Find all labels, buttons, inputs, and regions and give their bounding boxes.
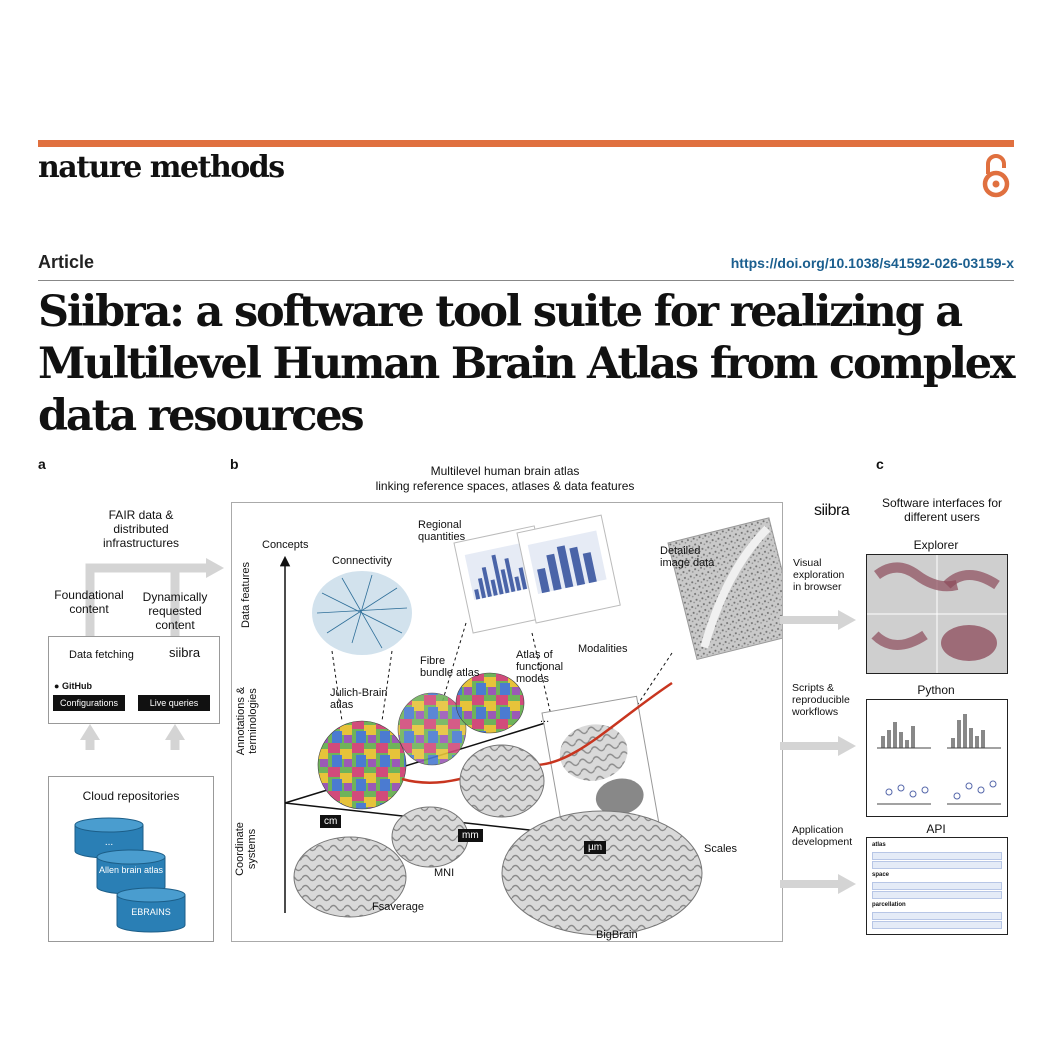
axis-concepts-label: Concepts — [262, 539, 309, 551]
cylinder-ebrains: EBRAINS — [131, 907, 171, 917]
panel-b-heading-1: Multilevel human brain atlas — [430, 464, 580, 478]
api-section-space: space — [872, 872, 890, 878]
panel-a-letter: a — [38, 456, 46, 472]
github-row: ● GitHub — [54, 681, 92, 691]
siibra-logo: siibra — [814, 502, 850, 519]
regional-quantities-label: Regional quantities — [418, 519, 466, 543]
api-row — [872, 912, 1002, 920]
connectivity-label: Connectivity — [332, 555, 392, 567]
configurations-box: Configurations — [53, 695, 125, 711]
explorer-label: Explorer — [913, 538, 959, 552]
header-accent-bar — [38, 140, 1014, 147]
scale-um-badge: µm — [584, 841, 607, 854]
bigbrain-label: BigBrain — [596, 929, 638, 941]
atlas-ellipsis: ... — [540, 713, 550, 725]
fibre-bundle-label: Fibre bundle atlas — [420, 655, 480, 679]
mni-label: MNI — [434, 867, 455, 879]
row-data-features: Data features — [240, 561, 252, 629]
axis-modalities-label: Modalities — [578, 643, 628, 655]
figure: a FAIR data & distributed infrastructure… — [0, 440, 1044, 1000]
data-fetching-label: Data fetching — [69, 649, 134, 661]
scripts-label: Scripts & reproducible workflows — [792, 682, 850, 718]
functional-modes-label: Atlas of functional modes — [516, 649, 564, 685]
explorer-graphics — [867, 555, 1007, 673]
live-queries-box: Live queries — [138, 695, 210, 711]
api-section-parcellation: parcellation — [872, 902, 906, 908]
api-row — [872, 891, 1002, 899]
header-rule — [38, 280, 1014, 281]
detailed-image-label: Detailed image data — [660, 545, 715, 569]
panel-c-arrows — [780, 610, 856, 894]
panel-c-letter: c — [876, 456, 884, 472]
app-development-label: Application development — [792, 824, 853, 848]
python-screenshot — [866, 699, 1008, 817]
api-row — [872, 852, 1002, 860]
api-row — [872, 921, 1002, 929]
api-section-atlas: atlas — [872, 842, 886, 848]
panel-a-arrows — [80, 558, 224, 750]
julich-brain-label: Julich-Brain atlas — [330, 687, 388, 711]
software-interfaces-heading: Software interfaces for different users — [881, 496, 1003, 524]
scale-mm-badge: mm — [458, 829, 483, 842]
cylinder-allen: Allen brain atlas — [98, 865, 164, 875]
doi-link[interactable]: https://doi.org/10.1038/s41592-026-03159… — [730, 255, 1014, 271]
axis-scales-label: Scales — [704, 843, 738, 855]
open-access-icon[interactable] — [978, 152, 1014, 200]
github-label: GitHub — [61, 681, 92, 691]
fsaverage-label: Fsaverage — [372, 901, 424, 913]
atlas-panel: Concepts Modalities Scales Data features… — [231, 502, 783, 942]
article-title: Siibra: a software tool suite for realiz… — [38, 287, 1016, 441]
python-graphics — [877, 714, 1001, 805]
article-type: Article — [38, 252, 95, 272]
foundational-label: Foundational content — [54, 588, 124, 616]
panel-b-heading-2: linking reference spaces, atlases & data… — [375, 479, 635, 493]
siibra-logo-small: siibra — [169, 645, 201, 660]
api-row — [872, 882, 1002, 890]
panel-b-letter: b — [230, 456, 239, 472]
fair-label: FAIR data & distributed infrastructures — [102, 508, 180, 550]
api-screenshot: atlas space parcellation — [866, 837, 1008, 935]
visual-exploration-label: Visual exploration in browser — [793, 557, 845, 593]
explorer-screenshot — [866, 554, 1008, 674]
api-label: API — [926, 822, 946, 836]
dynamic-label: Dynamically requested content — [142, 590, 208, 632]
cylinder-ellipsis: ... — [104, 837, 114, 848]
data-fetching-box: Data fetching siibra ● GitHub Configurat… — [48, 636, 220, 724]
row-coordinates: Coordinate systems — [234, 822, 258, 876]
cloud-repositories-label: Cloud repositories — [82, 789, 180, 803]
row-annotations: Annotations & terminologies — [235, 686, 259, 756]
cloud-repositories-box: Cloud repositories ... Allen brain atlas… — [48, 776, 214, 942]
journal-name: nature methods — [38, 150, 285, 185]
python-label: Python — [917, 683, 955, 697]
atlas-graphics — [279, 514, 782, 936]
api-row — [872, 861, 1002, 869]
scale-cm-badge: cm — [320, 815, 342, 828]
github-icon: ● — [54, 681, 60, 691]
cylinder-graphics — [74, 817, 186, 933]
